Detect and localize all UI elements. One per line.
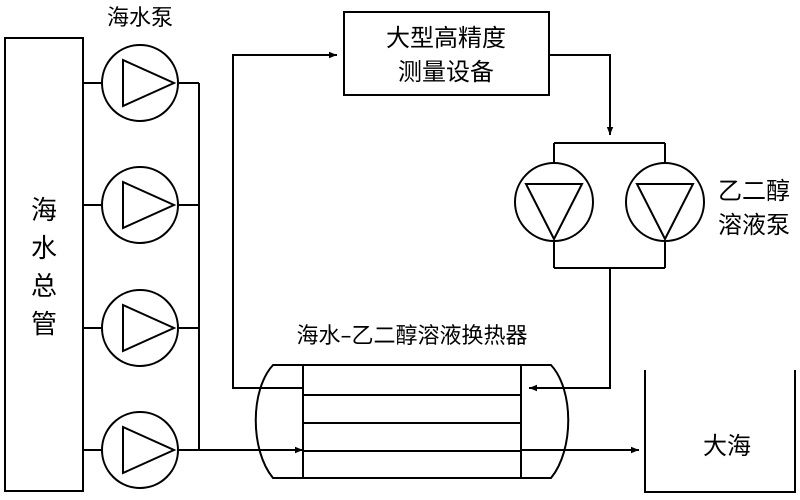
seawater-pump-2	[101, 166, 179, 244]
sea: 大海	[644, 370, 796, 493]
seawater-pump-4	[101, 411, 179, 489]
main-pipe-char-1: 海	[31, 196, 57, 226]
seawater-pump-label: 海水泵	[107, 6, 173, 31]
glycol-pump-1	[514, 162, 594, 242]
glycol-pump-label-line2: 溶液泵	[718, 211, 790, 239]
seawater-main-pipe: 海 水 总 管	[4, 37, 84, 492]
equipment-label-line1: 大型高精度	[386, 24, 506, 52]
heat-exchanger	[254, 364, 570, 479]
main-pipe-char-4: 管	[31, 310, 57, 340]
glycol-return-pipe	[529, 54, 666, 392]
glycol-pump-label-line1: 乙二醇	[718, 177, 790, 205]
heat-exchanger-label: 海水–乙二醇溶液换热器	[296, 324, 527, 349]
seawater-pump-1	[101, 44, 179, 122]
equipment-label-line2: 测量设备	[398, 58, 494, 86]
main-pipe-char-2: 水	[31, 234, 57, 264]
measurement-equipment: 大型高精度 测量设备	[343, 11, 550, 96]
glycol-pump-2	[625, 162, 705, 242]
seawater-pump-piping	[83, 82, 303, 454]
main-pipe-char-3: 总	[31, 272, 57, 302]
sea-label: 大海	[703, 432, 751, 460]
glycol-supply-pipe	[232, 51, 337, 389]
seawater-pump-3	[101, 289, 179, 367]
